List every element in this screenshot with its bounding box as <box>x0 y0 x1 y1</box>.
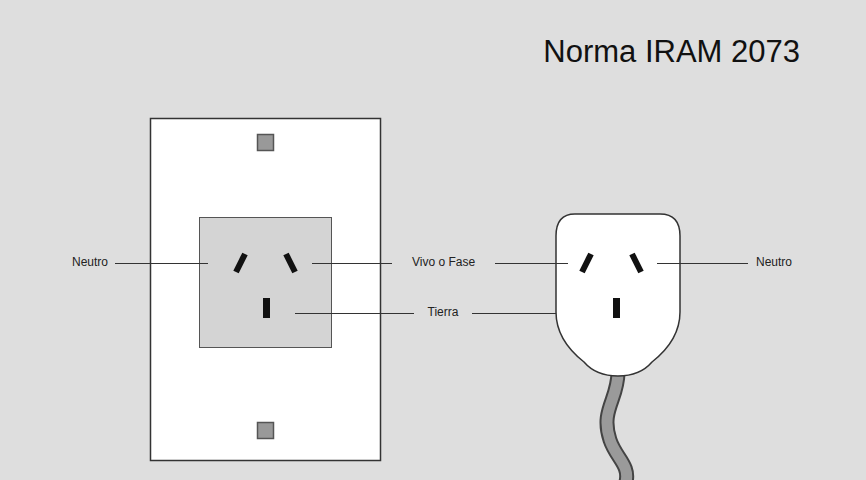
neutral-pin <box>632 254 641 272</box>
neutral-slot <box>236 254 245 272</box>
outlet-face <box>200 218 332 348</box>
live-slot <box>286 254 295 272</box>
cable <box>607 372 627 480</box>
leader-line <box>312 263 392 264</box>
earth-pin <box>613 298 620 318</box>
earth-slot <box>263 298 270 318</box>
live-pin <box>582 254 591 272</box>
part-label: Neutro <box>756 256 792 269</box>
leader-line <box>657 263 748 264</box>
plug-body <box>556 214 680 376</box>
part-label: Neutro <box>72 256 108 269</box>
leader-line <box>472 313 556 314</box>
diagram-title: Norma IRAM 2073 <box>543 35 800 69</box>
part-label: Tierra <box>428 306 459 319</box>
cable <box>607 372 627 480</box>
leader-line <box>295 313 414 314</box>
screw-square <box>258 423 274 439</box>
leader-line <box>495 263 568 264</box>
part-label: Vivo o Fase <box>412 256 475 269</box>
leader-line <box>115 263 208 264</box>
outlet-plate <box>151 119 381 461</box>
screw-square <box>258 135 274 151</box>
